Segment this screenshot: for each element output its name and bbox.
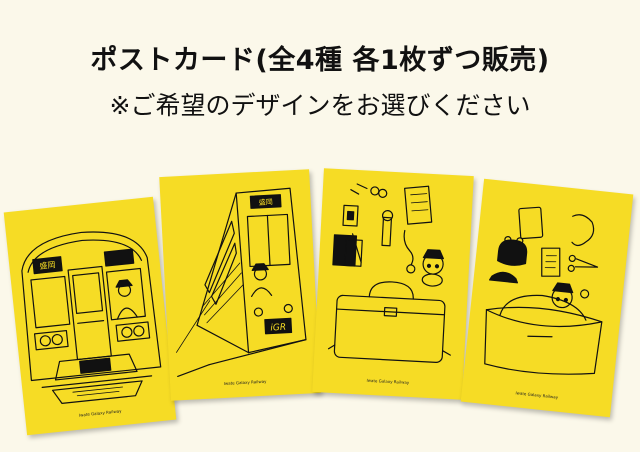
side-destination-sign: 盛岡 (258, 197, 272, 207)
postcard-conductor-items[interactable]: Iwate Galaxy Railway (312, 168, 474, 400)
igr-logo: iGR (270, 323, 286, 334)
train-side-illustration: 盛岡 iGR (176, 187, 307, 377)
postcard-staff-belongings[interactable]: Iwate Galaxy Railway (460, 178, 634, 418)
train-front-illustration: 盛岡 (21, 231, 162, 405)
subtitle: ※ご希望のデザインをお選びください (109, 91, 531, 120)
title: ポストカード(全4種 各1枚ずつ販売) (90, 45, 550, 76)
destination-sign: 盛岡 (39, 259, 56, 271)
conductor-items-illustration (327, 183, 451, 363)
postcard-train-side[interactable]: 盛岡 iGR Iwate Galaxy Railway (159, 169, 321, 401)
postcard-train-front[interactable]: 盛岡 Iwate Galaxy Railway (3, 196, 177, 436)
staff-belongings-illustration (484, 206, 603, 375)
